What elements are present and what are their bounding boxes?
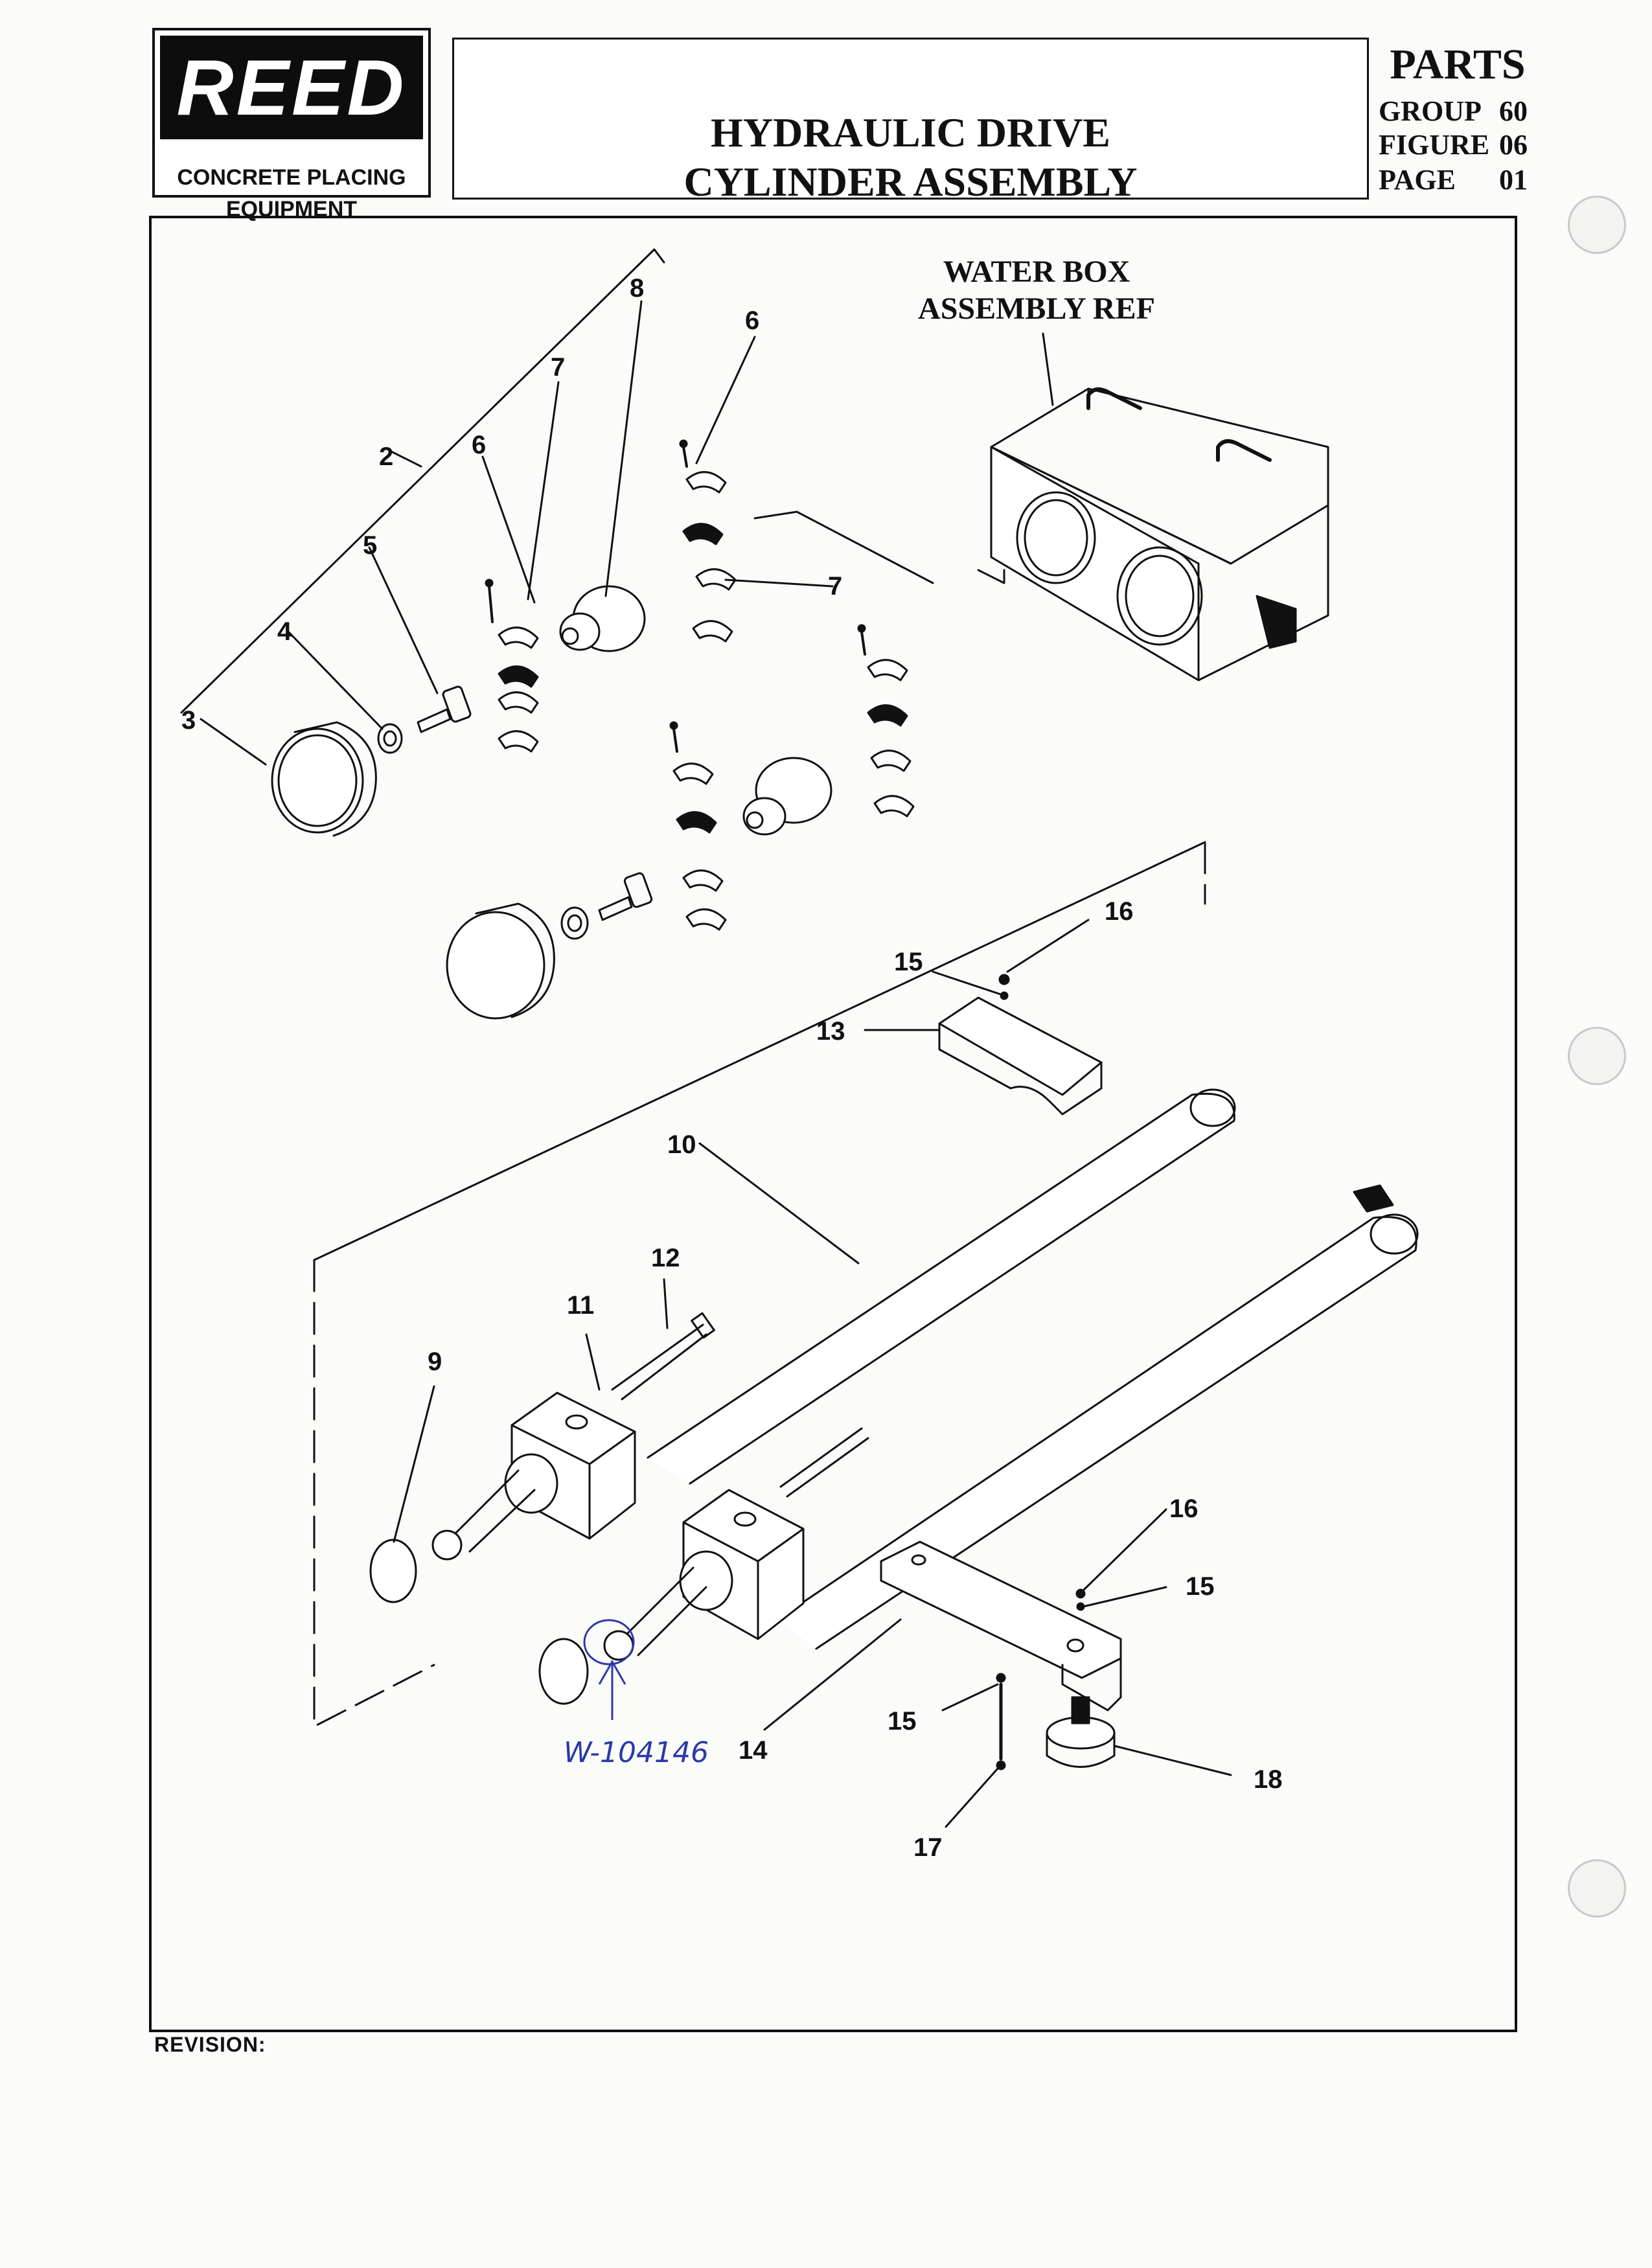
handwritten-circle-mark	[583, 1619, 635, 1720]
callout-15-lower: 15	[888, 1707, 917, 1735]
callout-15-upper: 15	[894, 948, 923, 976]
figure-value: 06	[1499, 129, 1528, 161]
callout-6-right: 6	[745, 306, 759, 335]
callout-15-right: 15	[1186, 1572, 1215, 1601]
mounting-bracket-lower	[880, 1541, 1122, 1712]
callout-7-top: 7	[551, 353, 565, 382]
figure-row: FIGURE 06	[1379, 128, 1541, 162]
piston-seal-cluster-upper	[485, 439, 737, 753]
page-value: 01	[1499, 164, 1528, 196]
group-row: GROUP 60	[1379, 95, 1541, 128]
callout-4: 4	[277, 617, 292, 646]
reference-label-line-2: ASSEMBLY REF	[918, 292, 1155, 326]
parts-heading: PARTS	[1390, 41, 1526, 88]
reed-logo: REED CONCRETE PLACING EQUIPMENT	[152, 28, 431, 222]
drawing-frame	[149, 216, 1517, 2032]
cylinder-tubes	[647, 1088, 1419, 1650]
callout-3: 3	[181, 706, 196, 735]
group-label: GROUP	[1379, 95, 1482, 127]
water-box-assembly	[977, 387, 1329, 682]
revision-label: REVISION:	[154, 2033, 266, 2056]
callout-6-left: 6	[472, 431, 486, 459]
callout-12: 12	[651, 1244, 680, 1272]
piston-seal-cluster-lower	[446, 624, 915, 1020]
page-row: PAGE 01	[1379, 163, 1541, 197]
punch-hole-bottom	[1568, 1859, 1626, 1918]
page-title-line-1: HYDRAULIC DRIVE	[711, 109, 1110, 155]
callout-11: 11	[567, 1291, 594, 1320]
callout-10: 10	[667, 1130, 696, 1159]
callout-5: 5	[363, 531, 377, 560]
callout-14: 14	[739, 1736, 768, 1765]
punch-hole-top	[1568, 196, 1626, 254]
title-box: HYDRAULIC DRIVE CYLINDER ASSEMBLY	[452, 38, 1369, 205]
reference-label-line-1: WATER BOX	[943, 255, 1130, 289]
group-value: 60	[1499, 95, 1528, 127]
callout-9: 9	[428, 1347, 442, 1376]
handwritten-part-number: W-104146	[564, 1736, 709, 1769]
callout-8: 8	[630, 274, 644, 303]
callout-16-lower: 16	[1169, 1495, 1199, 1523]
callout-16-upper: 16	[1105, 897, 1134, 926]
figure-label: FIGURE	[1379, 129, 1490, 161]
callout-18: 18	[1254, 1765, 1283, 1794]
callout-2: 2	[379, 442, 393, 471]
callout-7-right: 7	[828, 572, 842, 601]
logo-brand: REED	[160, 36, 423, 139]
mounting-bracket-upper	[938, 996, 1103, 1116]
logo-tagline-1: CONCRETE PLACING	[177, 165, 406, 190]
punch-hole-middle	[1568, 1027, 1626, 1085]
end-cap-upper	[271, 721, 377, 837]
page-label: PAGE	[1379, 164, 1456, 196]
page-title-line-2: CYLINDER ASSEMBLY	[683, 159, 1138, 205]
cylinder-head-upper	[431, 1312, 715, 1561]
cylinder-head-lower	[603, 1427, 869, 1661]
callout-13: 13	[816, 1017, 845, 1046]
callout-17: 17	[913, 1833, 943, 1862]
